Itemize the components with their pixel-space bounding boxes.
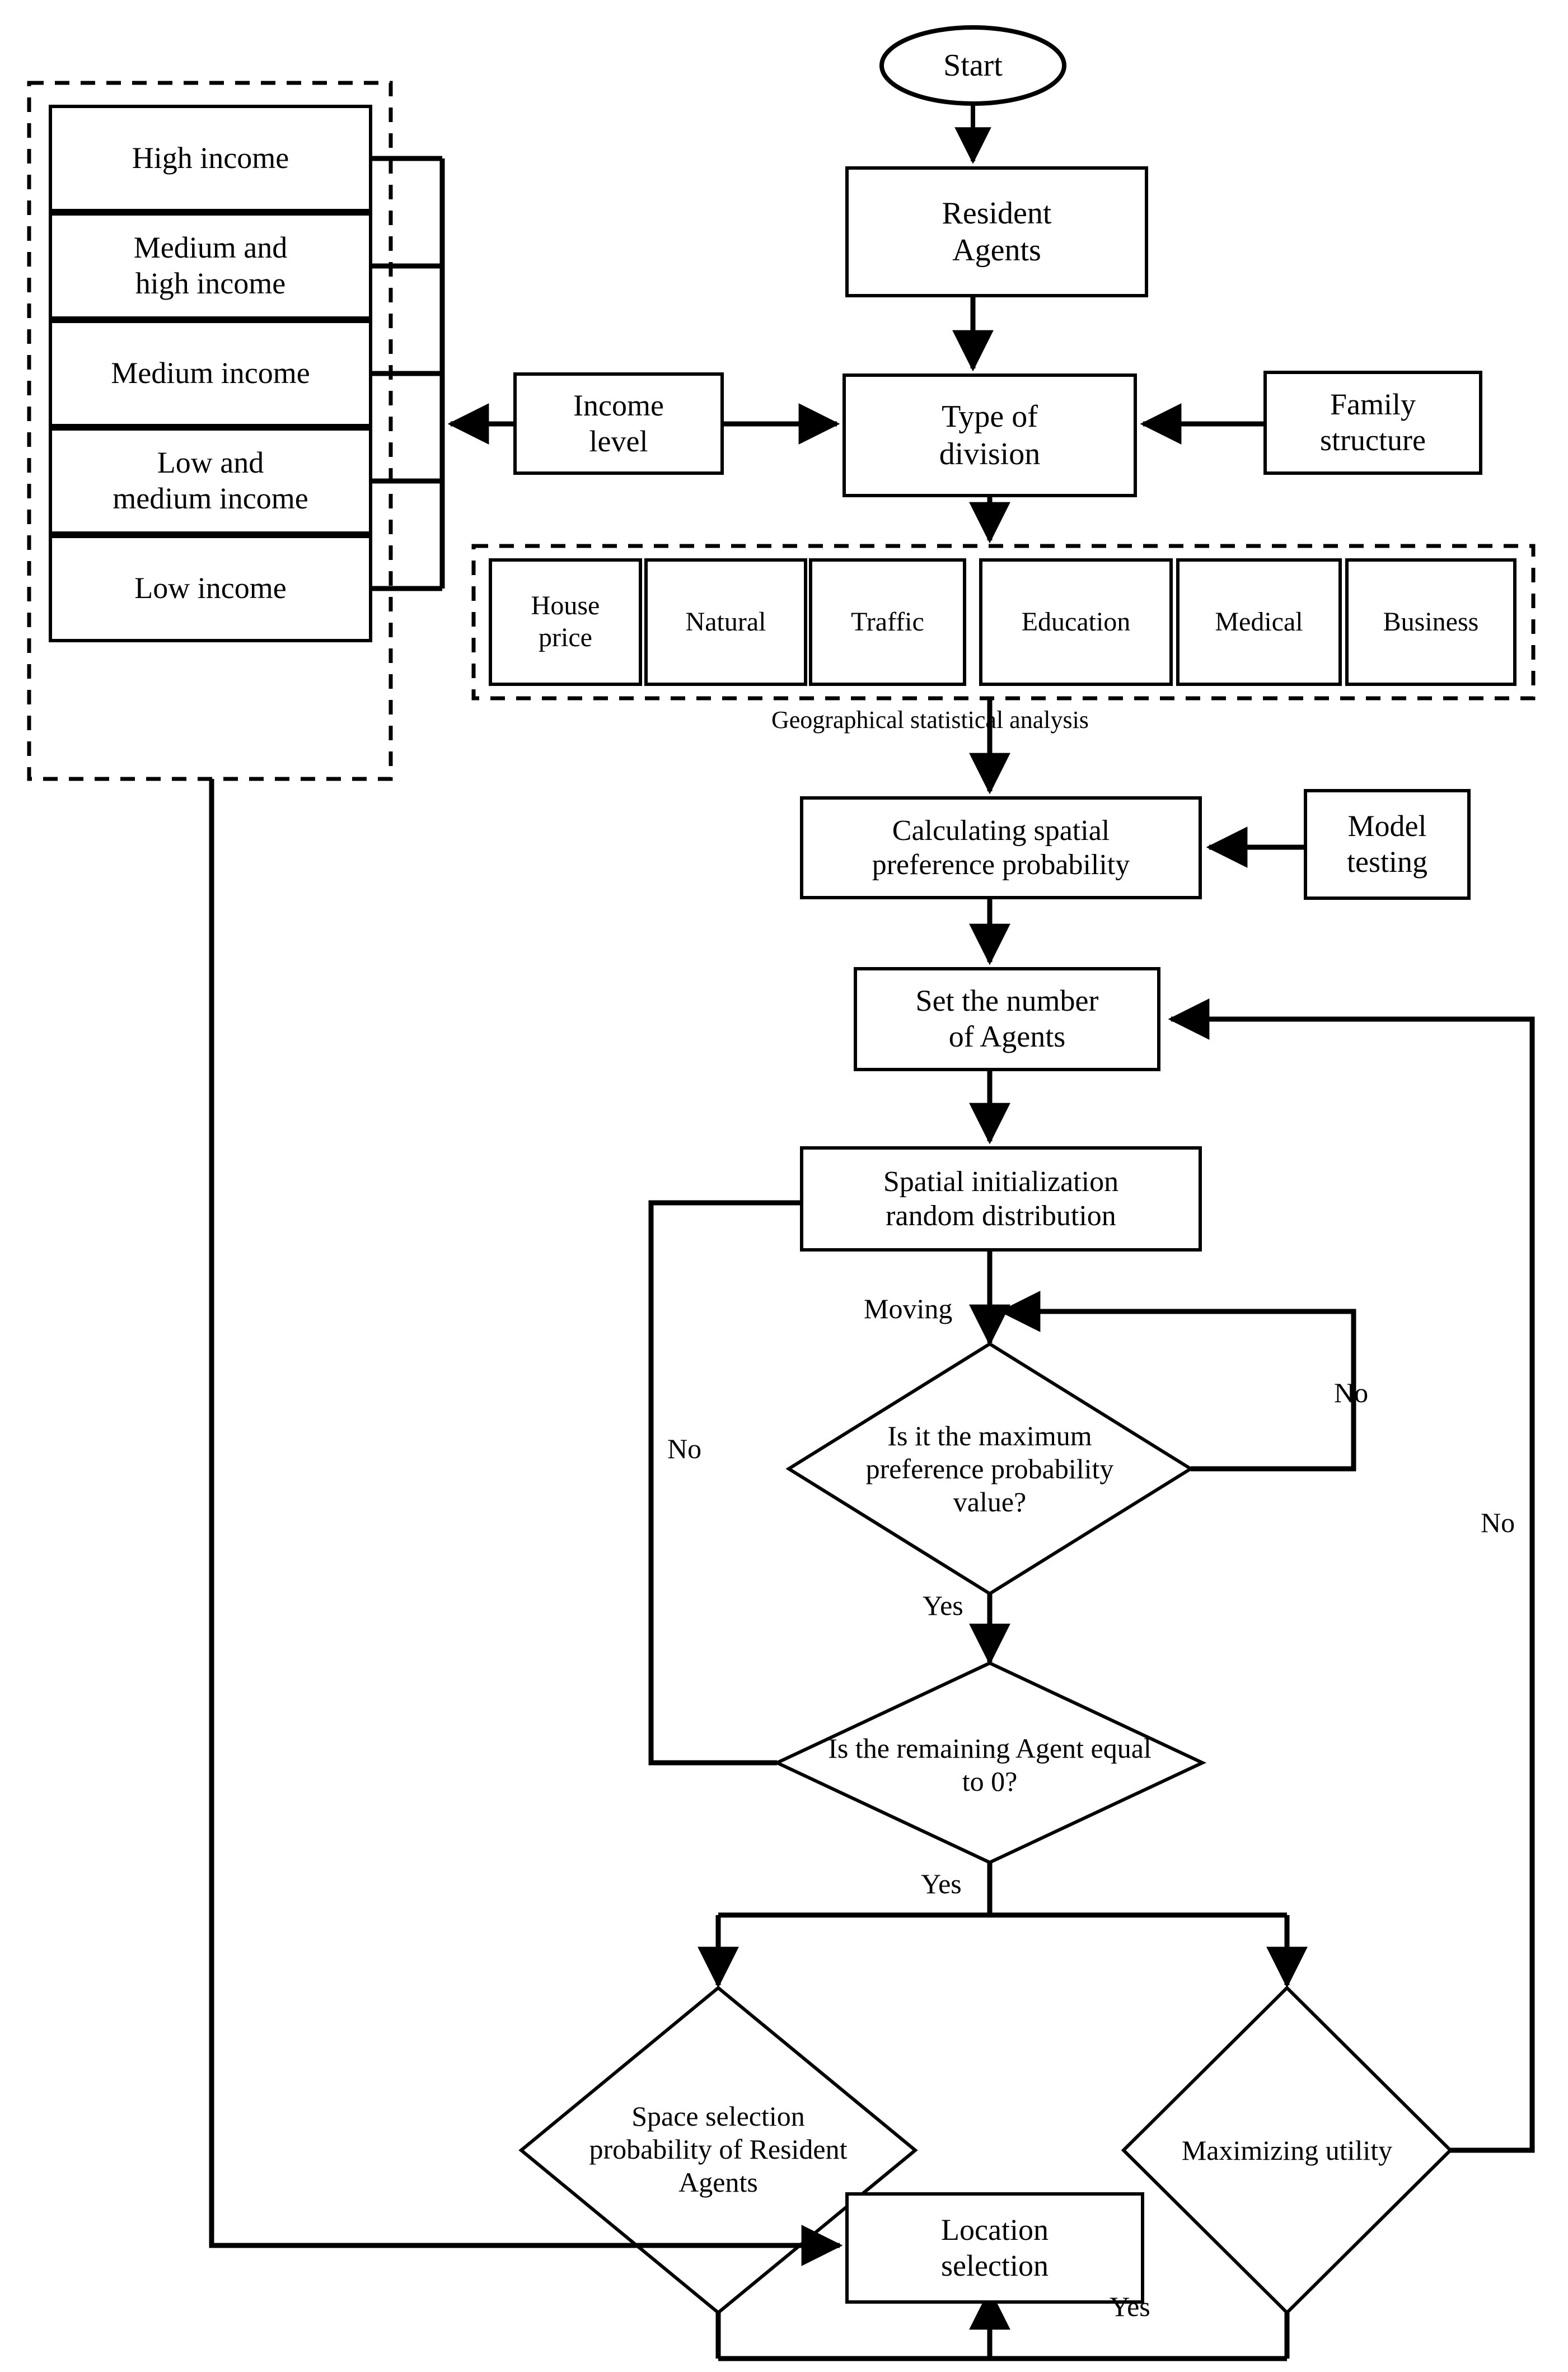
factor-box-house-price bbox=[489, 558, 642, 686]
set-number-agents-box bbox=[854, 967, 1160, 1071]
factor-box-natural bbox=[644, 558, 807, 686]
location-selection-box bbox=[845, 2192, 1144, 2304]
edge-utility-no-loop bbox=[1168, 998, 1535, 2153]
factor-box-traffic bbox=[809, 558, 966, 686]
income-box-medium bbox=[49, 320, 372, 427]
factor-box-medical bbox=[1176, 558, 1342, 686]
factor-box-business bbox=[1345, 558, 1516, 686]
edge-decision1-no-loop bbox=[999, 1291, 1356, 1472]
calculating-spatial-box bbox=[800, 796, 1202, 899]
income-box-high bbox=[49, 105, 372, 212]
family-structure-box bbox=[1263, 371, 1482, 475]
edge-decision2-no-loop bbox=[648, 1200, 802, 1766]
decision-remaining-agent-diamond bbox=[773, 1661, 1207, 1865]
model-testing-box bbox=[1304, 789, 1471, 900]
income-box-low-medium bbox=[49, 427, 372, 535]
spatial-initialization-box bbox=[800, 1146, 1202, 1252]
edge-income-group-to-location bbox=[209, 779, 843, 2266]
factor-box-education bbox=[979, 558, 1173, 686]
start-ellipse bbox=[879, 25, 1066, 106]
decision-max-preference-diamond bbox=[785, 1342, 1194, 1596]
edge-decision2-yes-split bbox=[715, 1862, 1290, 1978]
income-box-low bbox=[49, 535, 372, 642]
maximizing-utility-diamond bbox=[1121, 1985, 1453, 2315]
type-of-division-box bbox=[842, 373, 1137, 497]
resident-agents-box bbox=[845, 166, 1148, 297]
edge-bottom-merge bbox=[715, 2279, 1290, 2361]
income-box-medium-high bbox=[49, 212, 372, 320]
income-level-box bbox=[513, 372, 724, 475]
income-bus bbox=[371, 156, 445, 591]
factor-group-dashed-border bbox=[471, 544, 1536, 701]
